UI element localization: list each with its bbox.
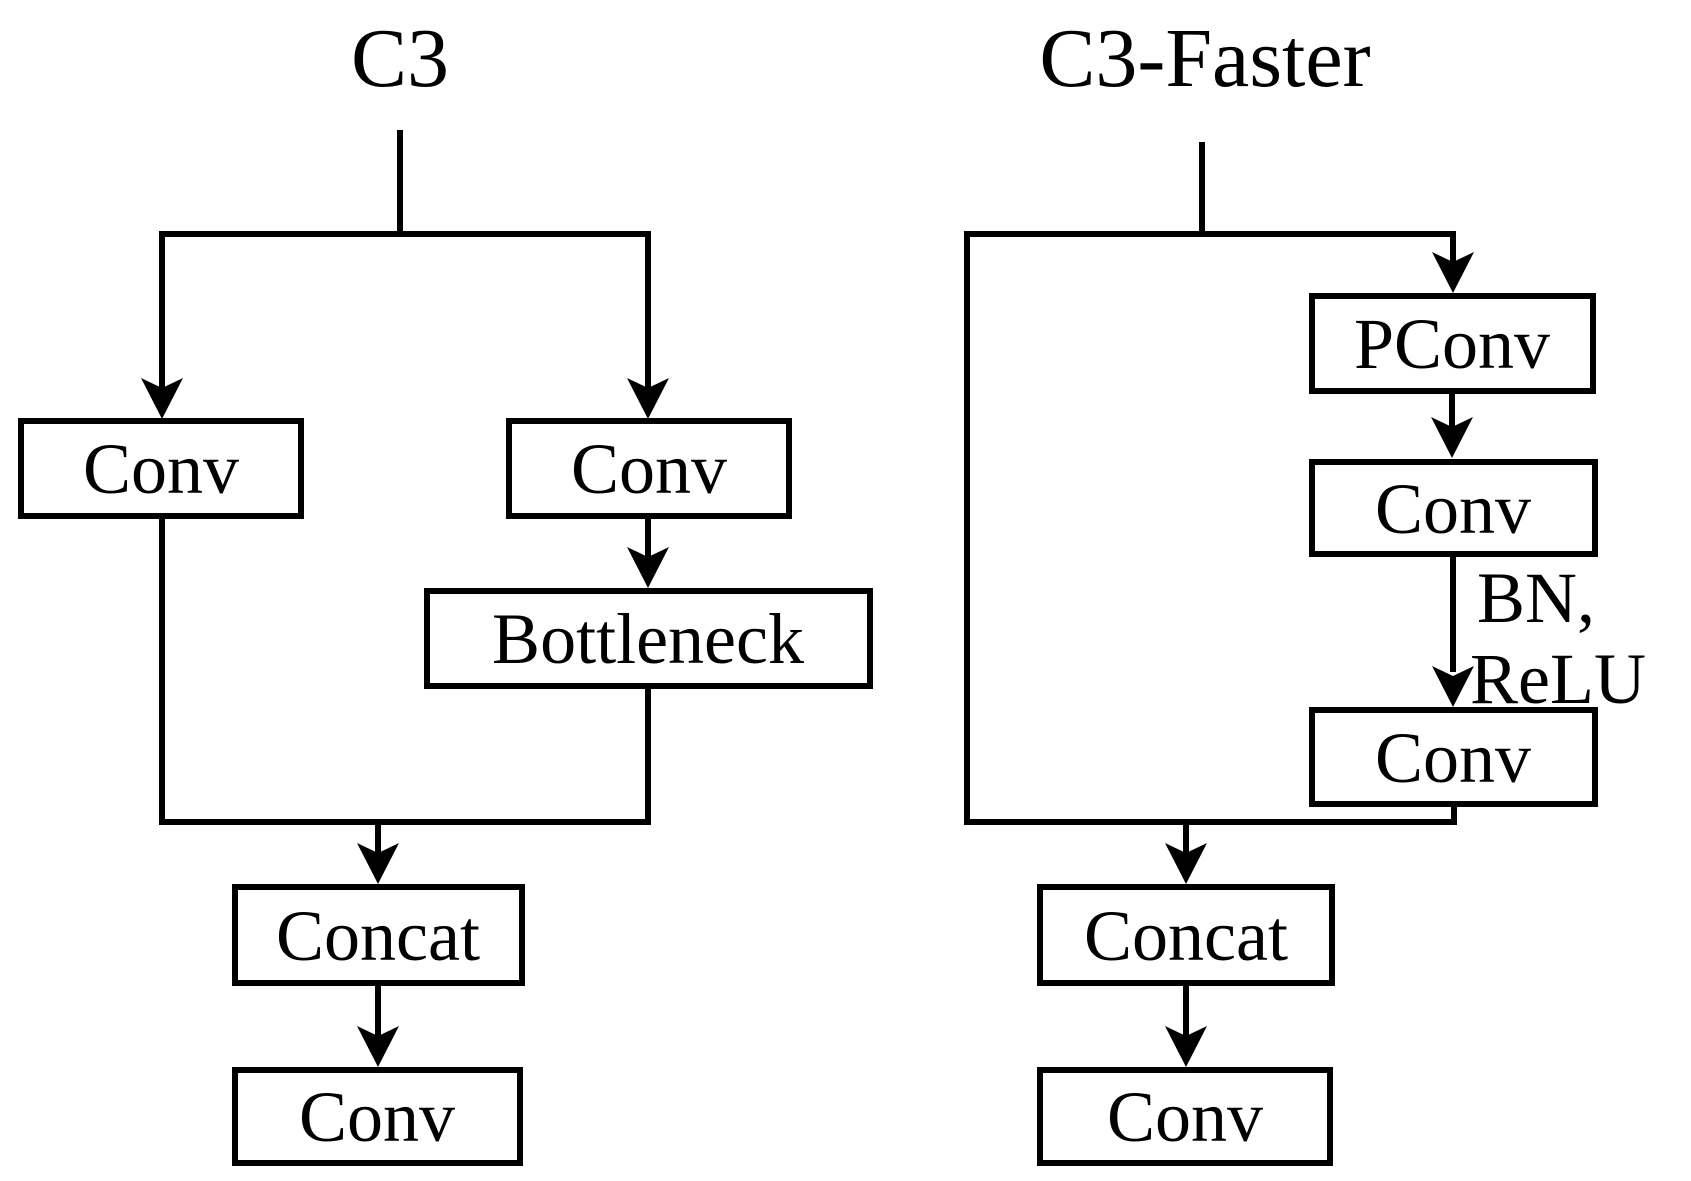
c3-faster-title: C3-Faster [1039,12,1370,105]
c3-conv-left-label: Conv [83,429,239,509]
c3-conv-out-label: Conv [299,1077,455,1157]
c3-concat-label: Concat [276,896,480,976]
c3-faster-pconv-label: PConv [1354,304,1550,384]
c3-concat-to-conv-arrowhead [357,1026,399,1067]
c3-conv-to-bottleneck-arrowhead [627,547,669,588]
c3-bottleneck-label: Bottleneck [492,599,804,679]
c3-left-branch-arrowhead [141,378,183,419]
c3-faster-conv-out-label: Conv [1107,1077,1263,1157]
c3-conv-right-label: Conv [571,429,727,509]
c3-diagram: C3 Conv Conv Bottleneck [18,12,873,1166]
c3-right-branch-arrowhead [627,378,669,419]
c3-faster-concat-label: Concat [1084,896,1288,976]
c3-faster-pconv-to-conv-arrowhead [1431,417,1473,458]
c3-faster-concat-to-conv-arrowhead [1165,1026,1207,1067]
c3-faster-relu-label: ReLU [1470,639,1646,719]
c3-faster-bn-relu-arrowhead [1432,666,1474,707]
c3-faster-conv-inner-label: Conv [1375,718,1531,798]
c3-conv-out-box [232,1067,523,1166]
c3-faster-conv-inner-box [1309,707,1598,807]
c3-title: C3 [351,12,449,105]
c3-faster-diagram: C3-Faster PConv Conv BN, ReLU Conv [964,12,1646,1166]
c3-faster-merge-to-concat-arrowhead [1165,843,1207,884]
c3-merge-to-concat-arrowhead [357,843,399,884]
c3-conv-right-box [506,418,792,519]
c3-faster-branch-arrowhead [1432,252,1474,293]
c3-bottleneck-box [424,588,873,689]
c3-faster-bn-label: BN, [1477,558,1595,638]
c3-faster-conv-mid-label: Conv [1375,469,1531,549]
c3-faster-conv-out-box [1037,1067,1333,1166]
